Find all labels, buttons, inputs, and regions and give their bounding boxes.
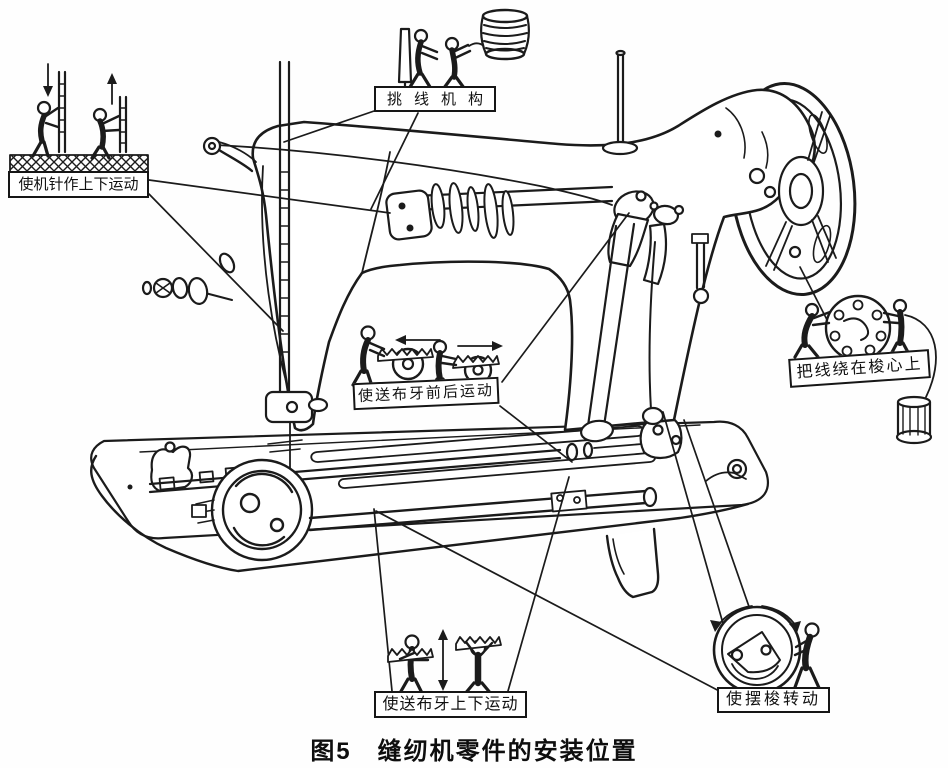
label-feed-dog-updown-text: 使送布牙上下运动 (382, 695, 519, 713)
label-needle-updown-text: 使机针作上下运动 (18, 176, 139, 193)
figure-caption-title: 缝纫机零件的安装位置 (377, 738, 638, 765)
label-thread-takeup: 挑线机构 (374, 86, 496, 112)
label-shuttle-rotate: 使摆梭转动 (717, 687, 830, 713)
scene-needle-updown (9, 63, 149, 176)
arm-mechanism (385, 49, 710, 443)
scene-thread-takeup (397, 8, 531, 90)
label-feed-dog-fore-aft-text: 使送布牙前后运动 (357, 382, 495, 405)
label-shuttle-rotate-text: 使摆梭转动 (725, 691, 821, 708)
balance-wheel-hub (748, 111, 837, 271)
scene-shuttle-rotate (710, 605, 822, 695)
label-thread-takeup-text: 挑线机构 (387, 90, 496, 108)
bed-mechanism (148, 416, 748, 562)
scene-wind-bobbin (793, 294, 937, 445)
head-details (141, 60, 329, 469)
label-wind-bobbin-text: 把线绕在梭心上 (796, 355, 923, 381)
figure-caption: 图5 缝纫机零件的安装位置 (0, 731, 948, 766)
scene-feed-updown (387, 629, 502, 697)
label-feed-dog-updown: 使送布牙上下运动 (374, 691, 527, 718)
machine-body (215, 88, 816, 432)
label-needle-updown: 使机针作上下运动 (8, 171, 149, 198)
figure-caption-number: 图5 (310, 738, 352, 765)
